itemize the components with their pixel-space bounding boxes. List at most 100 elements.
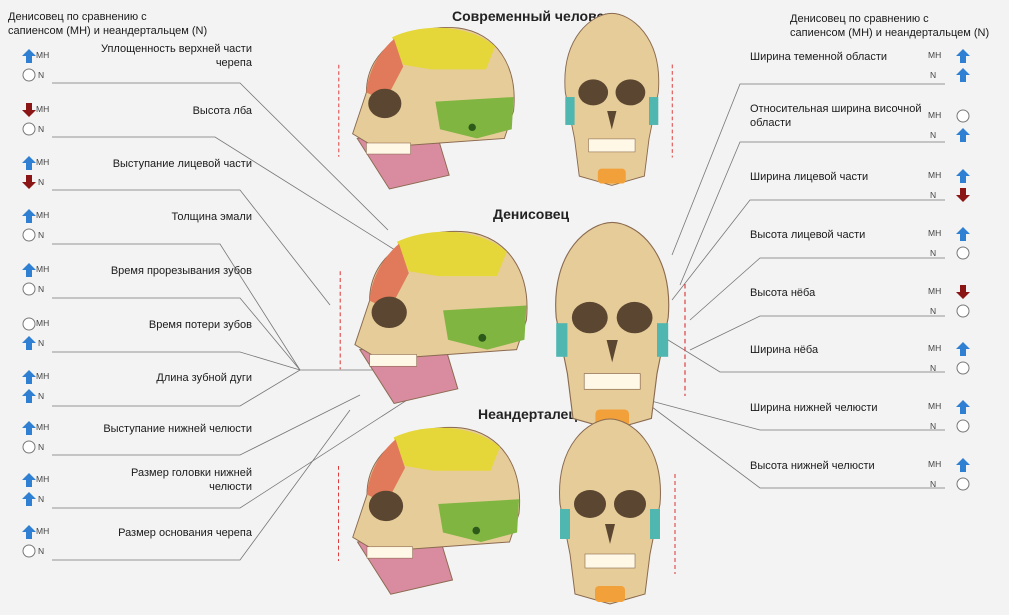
left-mh-up-arrow-icon: [22, 156, 36, 170]
right-leader-line: [689, 315, 945, 351]
neanderthal-front-skull: [559, 418, 676, 605]
right-n-empty-circle-icon: [956, 361, 970, 375]
right-mh-up-arrow-icon: [956, 458, 970, 472]
left-trait-label: Выступание нижней челюсти: [103, 423, 252, 435]
left-header-line1: Денисовец по сравнению с: [8, 11, 147, 23]
n-code: N: [930, 248, 937, 258]
n-code: N: [38, 391, 45, 401]
right-n-up-arrow-icon: [956, 68, 970, 82]
left-n-up-arrow-icon: [22, 336, 36, 350]
mh-code: МН: [36, 157, 50, 167]
n-code: N: [930, 190, 937, 200]
frontal-region: [367, 439, 405, 504]
left-n-empty-circle-icon: [22, 440, 36, 454]
left-header: Денисовец по сравнению с сапиенсом (МН) …: [8, 10, 207, 38]
teeth: [588, 138, 636, 153]
left-mh-up-arrow-icon: [22, 525, 36, 539]
right-mh-up-arrow-icon: [956, 227, 970, 241]
parietal-region: [397, 231, 507, 277]
title-neanderthal: Неандерталец: [478, 406, 577, 422]
left-trait-label: Размер головки нижней челюсти: [131, 467, 252, 493]
left-mh-down-arrow-icon: [22, 103, 36, 117]
mh-code: МН: [928, 286, 942, 296]
teeth: [369, 354, 417, 367]
mh-code: МН: [928, 459, 942, 469]
right-mh-empty-circle-icon: [956, 109, 970, 123]
right-leader-line: [659, 334, 945, 373]
title-modern-human: Современный человек: [452, 8, 612, 24]
mh-code: МН: [928, 110, 942, 120]
mh-code: МН: [36, 474, 50, 484]
nasal-cavity: [605, 524, 615, 544]
denisovan-side-skull: [339, 230, 528, 405]
right-trait-label: Высота нижней челюсти: [750, 460, 875, 472]
right-leader-line: [639, 397, 945, 489]
temporal-region: [556, 323, 568, 357]
n-code: N: [38, 230, 45, 240]
left-leader-line: [52, 82, 389, 231]
right-mh-up-arrow-icon: [956, 342, 970, 356]
right-leader-line: [689, 257, 945, 321]
left-trait-label: Выступание лицевой части: [112, 158, 252, 170]
right-trait-label: Ширина нижней челюсти: [750, 402, 878, 414]
eye-orbit: [614, 490, 646, 518]
occipital-region: [443, 305, 527, 350]
mh-code: МН: [36, 526, 50, 536]
right-trait-label: Ширина лицевой части: [750, 171, 869, 183]
temporal-region: [657, 323, 669, 357]
left-leader-line: [52, 243, 301, 371]
mh-code: МН: [36, 318, 50, 328]
mh-code: МН: [36, 264, 50, 274]
left-mh-up-arrow-icon: [22, 370, 36, 384]
n-code: N: [38, 124, 45, 134]
right-trait-label: Высота нёба: [750, 287, 816, 299]
eye-orbit: [574, 490, 606, 518]
occipital-region: [435, 97, 514, 139]
left-n-empty-circle-icon: [22, 228, 36, 242]
right-n-empty-circle-icon: [956, 246, 970, 260]
left-n-down-arrow-icon: [22, 175, 36, 189]
left-leader-line: [52, 297, 301, 371]
mh-code: МН: [928, 228, 942, 238]
modern-front-skull: [564, 12, 673, 186]
n-code: N: [38, 70, 45, 80]
left-n-up-arrow-icon: [22, 389, 36, 403]
left-leader-line: [52, 379, 439, 509]
right-leader-line: [679, 141, 945, 286]
eye-orbit: [616, 301, 653, 334]
right-header: Денисовец по сравнению с сапиенсом (МН) …: [790, 12, 989, 40]
left-leader-line: [52, 189, 331, 306]
mh-code: МН: [36, 422, 50, 432]
right-header-line2: сапиенсом (МН) и неандертальцем (N): [790, 27, 990, 39]
right-trait-label: Ширина теменной области: [750, 51, 888, 63]
eye-orbit: [371, 296, 407, 329]
nasal-cavity: [606, 340, 618, 363]
n-code: N: [38, 177, 45, 187]
right-leader-line: [671, 83, 945, 256]
left-mh-empty-circle-icon: [22, 317, 36, 331]
left-trait-label: Размер основания черепа: [118, 527, 252, 539]
parietal-region: [393, 427, 500, 471]
parietal-region: [392, 27, 496, 70]
right-header-line1: Денисовец по сравнению с: [790, 13, 929, 25]
left-n-up-arrow-icon: [22, 492, 36, 506]
teeth: [366, 546, 413, 559]
left-leader-line: [52, 136, 396, 251]
right-leader-line: [639, 397, 945, 431]
right-n-down-arrow-icon: [956, 188, 970, 202]
mh-code: МН: [928, 50, 942, 60]
eye-orbit: [615, 79, 646, 106]
temporal-region: [565, 97, 575, 125]
title-denisovan: Денисовец: [493, 206, 570, 222]
left-leader-line: [52, 409, 351, 561]
